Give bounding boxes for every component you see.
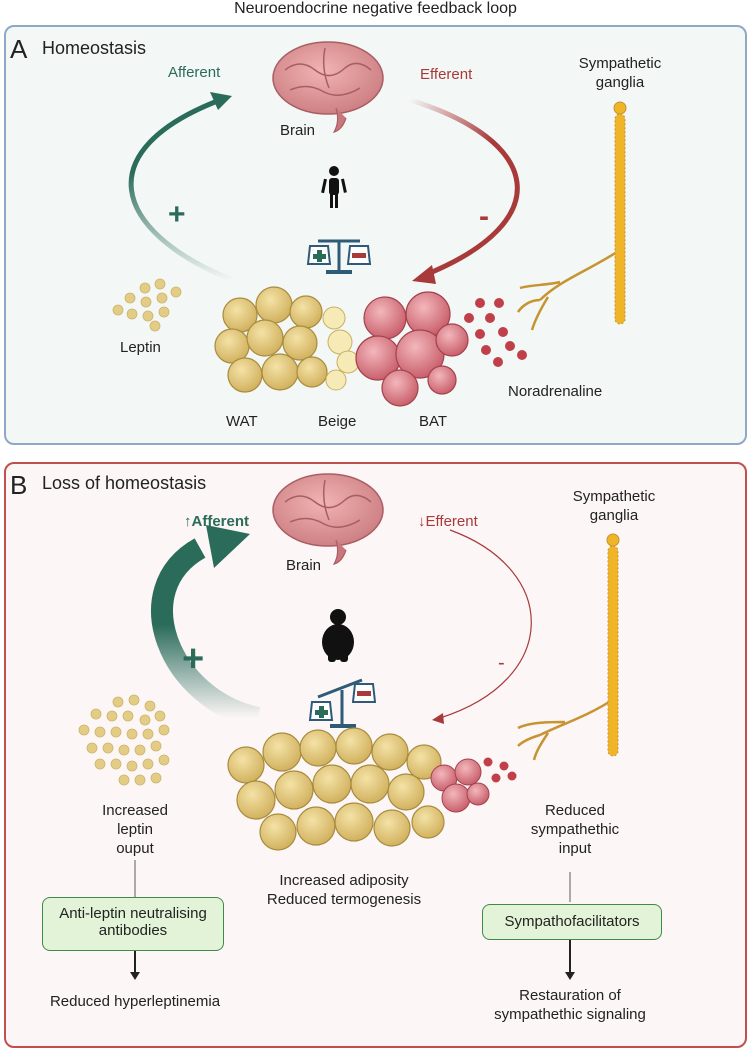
efferent-label-b: ↓Efferent: [418, 513, 478, 530]
beige-label: Beige: [318, 413, 357, 430]
noradrenaline-label-a: Noradrenaline: [508, 383, 603, 400]
leptin-label-a: Leptin: [120, 339, 161, 356]
plus-sign-b: +: [182, 638, 205, 680]
noradrenaline-dots-b: [483, 757, 517, 783]
panel-b-heading: Loss of homeostasis: [42, 473, 207, 493]
ganglia-label-b-line1: Sympathetic: [572, 488, 656, 505]
brown-adipose-tissue: [355, 291, 469, 407]
brain-label-a: Brain: [280, 122, 316, 139]
leptin-dots-a: [112, 278, 182, 332]
adiposity-line1: Increased adiposity: [279, 872, 409, 889]
afferent-arrow-a: [128, 92, 233, 283]
afferent-label-b: ↑Afferent: [184, 513, 250, 530]
result-sympathetic-line2: sympathethic signaling: [494, 1006, 646, 1023]
anti-leptin-antibodies-box: Anti-leptin neutralising antibodies: [42, 897, 224, 951]
efferent-arrow-a: [409, 97, 520, 284]
sympathetic-ganglia-chain-b: [517, 533, 620, 761]
efferent-label-a: Efferent: [420, 66, 473, 83]
leptin-dots-b: [78, 694, 170, 786]
sympathetic-input-line2: sympathethic: [530, 821, 620, 838]
sympathetic-input-line1: Reduced: [544, 802, 606, 819]
result-sympathetic-line1: Restauration of: [519, 987, 621, 1004]
ganglia-label-a-line1: Sympathetic: [578, 55, 662, 72]
leptin-output-line3: ouput: [116, 840, 154, 857]
ganglia-label-b-line2: ganglia: [589, 507, 639, 524]
efferent-arrow-b: [432, 529, 532, 724]
adiposity-line2: Reduced termogenesis: [266, 891, 422, 908]
minus-sign-b: -: [498, 652, 505, 674]
beige-adipose-tissue: [322, 306, 360, 391]
sympathetic-input-line3: input: [558, 840, 592, 857]
panel-a-letter: A: [10, 34, 28, 64]
brain-icon: [272, 41, 384, 133]
panel-b-letter: B: [10, 470, 28, 500]
wat-label: WAT: [226, 413, 258, 430]
figure-title: Neuroendocrine negative feedback loop: [234, 0, 517, 17]
afferent-label-a: Afferent: [168, 64, 221, 81]
white-adipose-tissue: [214, 286, 328, 393]
plus-sign-a: +: [168, 198, 186, 231]
afferent-arrow-b: [151, 525, 261, 729]
obese-person-icon: [322, 609, 354, 662]
ganglia-label-a-line2: ganglia: [595, 74, 645, 91]
result-hyperleptinemia: Reduced hyperleptinemia: [49, 993, 221, 1010]
person-icon: [321, 166, 347, 208]
treatment-connectors: [130, 860, 575, 980]
bat-label: BAT: [419, 413, 448, 430]
sympathofacilitators-box: Sympathofacilitators: [482, 904, 662, 940]
brain-icon: [272, 473, 384, 565]
expanded-white-adipose-tissue: [227, 727, 445, 851]
brain-label-b: Brain: [286, 557, 322, 574]
balance-scale-icon: [308, 678, 377, 728]
noradrenaline-dots-a: [464, 298, 527, 367]
minus-sign-a: -: [479, 200, 489, 233]
anti-leptin-box-line2: antibodies: [98, 922, 168, 939]
anti-leptin-box-line1: Anti-leptin neutralising: [59, 905, 207, 922]
reduced-brown-adipose-tissue: [430, 758, 490, 813]
panel-a-heading: Homeostasis: [42, 38, 147, 58]
sympathofacilitators-label: Sympathofacilitators: [504, 913, 640, 930]
balance-scale-icon: [306, 239, 372, 274]
sympathetic-ganglia-chain-a: [516, 101, 627, 331]
leptin-output-line2: leptin: [117, 821, 153, 838]
leptin-output-line1: Increased: [102, 802, 168, 819]
